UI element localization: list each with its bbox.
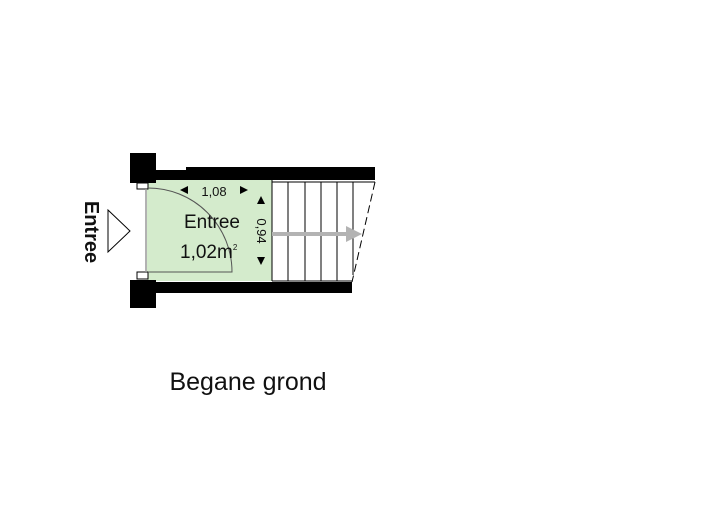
width-dimension: 1,08: [201, 184, 226, 199]
dim-arrow-up-icon: [257, 196, 265, 204]
pillar-bottom: [130, 280, 156, 308]
dim-arrow-down-icon: [257, 257, 265, 265]
dim-arrow-right-icon: [240, 186, 248, 194]
stair-direction-arrow: [272, 226, 362, 242]
entrance-label: Entree: [80, 201, 102, 263]
door-jamb-top: [136, 182, 149, 190]
door-swing-arc: [147, 187, 233, 273]
room-area: 1,02m2: [180, 242, 238, 263]
floor-title: Begane grond: [169, 368, 326, 396]
staircase: [271, 180, 376, 283]
door-jamb-bottom: [136, 271, 149, 280]
dim-arrow-left-icon: [180, 186, 188, 194]
depth-dimension: 0,94: [254, 218, 269, 243]
wall-top: [156, 170, 186, 180]
room-entree-fill: [147, 180, 272, 281]
pillar-top: [130, 153, 156, 183]
room-name: Entree: [184, 212, 240, 233]
wall-bottom: [156, 282, 352, 293]
wall-top-2: [186, 167, 375, 180]
entrance-triangle-icon: [107, 208, 131, 254]
